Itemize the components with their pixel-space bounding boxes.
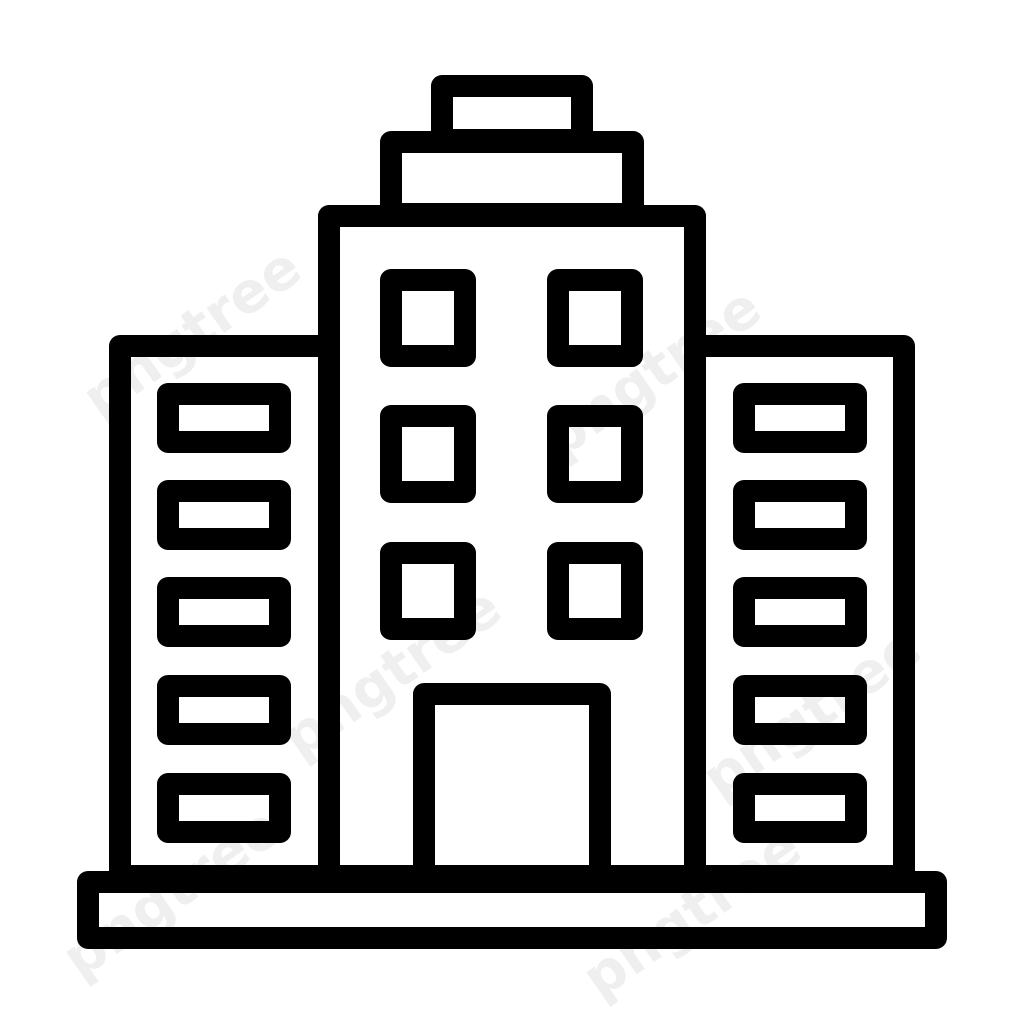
left-wing-window — [157, 383, 291, 453]
left-wing — [109, 335, 340, 887]
right-wing-window — [733, 773, 867, 843]
tower-window — [380, 269, 476, 367]
right-wing-window — [733, 480, 867, 550]
left-wing-window — [157, 675, 291, 745]
tower-window — [547, 269, 643, 367]
tower-window — [547, 405, 643, 503]
left-wing-window — [157, 773, 291, 843]
tower-window — [547, 542, 643, 640]
right-wing-window — [733, 577, 867, 647]
entrance-door — [413, 683, 611, 887]
tower-window — [380, 542, 476, 640]
rooftop-middle-block — [380, 131, 644, 225]
left-wing-window — [157, 480, 291, 550]
left-wing-window — [157, 577, 291, 647]
tower-window — [380, 405, 476, 503]
base-slab — [77, 871, 947, 949]
right-wing-window — [733, 383, 867, 453]
right-wing-window — [733, 675, 867, 745]
